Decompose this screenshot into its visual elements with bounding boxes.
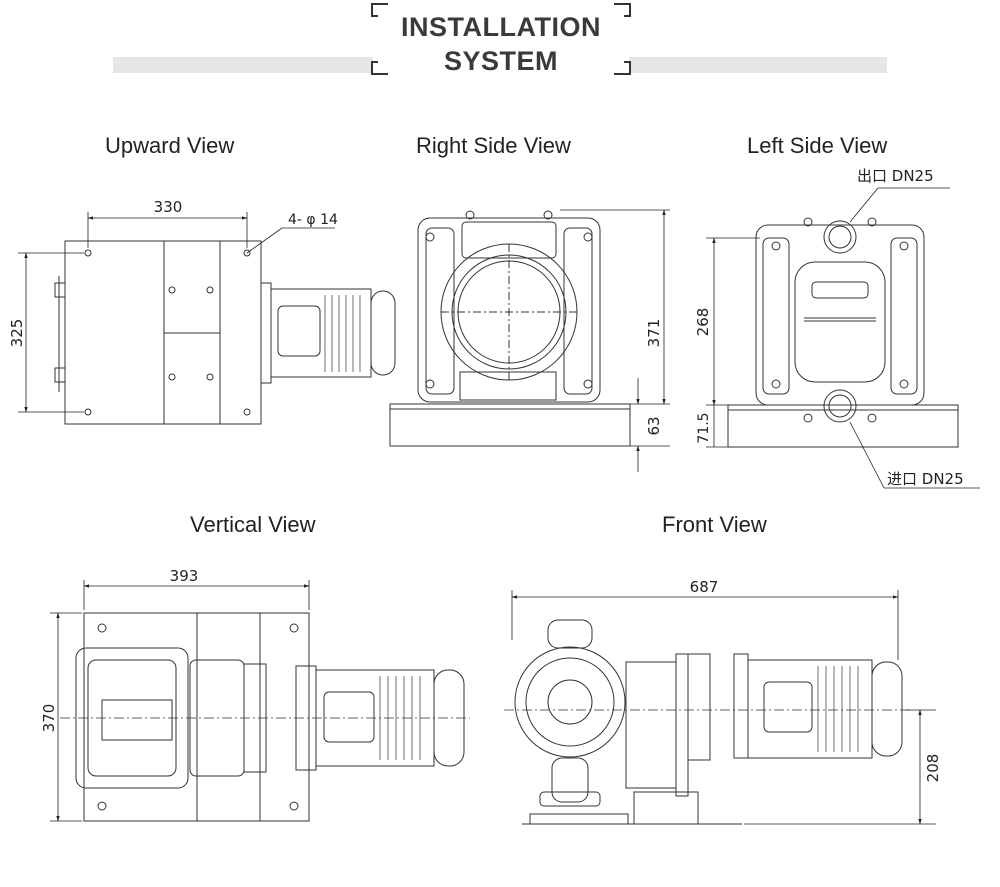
right-pump-body [417, 217, 601, 403]
front-width-dim: 687 [690, 578, 719, 596]
front-height-dim: 208 [924, 754, 942, 783]
left-pump-body [755, 224, 925, 406]
outlet-label: 出口 DN25 [857, 167, 934, 185]
upward-motor-flange [260, 282, 272, 384]
header-title-box: INSTALLATION SYSTEM [373, 4, 629, 76]
header-title-line2: SYSTEM [443, 46, 559, 76]
left-dimensions [706, 187, 980, 489]
upward-hole-note: 4- φ 14 [288, 212, 338, 228]
inlet-label: 进口 DN25 [887, 470, 964, 488]
vertical-view-title: Vertical View [190, 512, 316, 537]
front-motor-fan-cover [871, 661, 903, 757]
vertical-height-dim: 370 [40, 704, 58, 733]
right-dimensions [560, 209, 670, 472]
upward-height-dim: 325 [8, 319, 26, 348]
vertical-dimensions [50, 580, 310, 822]
upward-width-dim: 330 [154, 198, 183, 216]
right-base-dim: 63 [645, 416, 663, 435]
upward-motor-fan-cover [370, 290, 396, 376]
upward-base-plate [64, 240, 262, 425]
left-height-dim: 268 [694, 308, 712, 337]
front-view-drawing [504, 619, 912, 825]
front-dimensions [511, 590, 936, 825]
right-side-view-title: Right Side View [416, 133, 571, 158]
left-side-view-title: Left Side View [747, 133, 888, 158]
left-base-dim: 71.5 [696, 412, 712, 443]
left-side-view-drawing [727, 217, 959, 448]
inlet-port [823, 389, 857, 423]
outlet-port [823, 220, 857, 254]
front-motor-body [747, 659, 873, 759]
upward-view-drawing [54, 240, 396, 425]
vertical-view-drawing [60, 612, 470, 822]
front-outlet-manifold [547, 619, 593, 649]
upward-dimensions [18, 212, 335, 413]
left-base-frame [727, 404, 959, 448]
front-pump-chamber [514, 646, 626, 758]
right-height-dim: 371 [645, 319, 663, 348]
front-view-title: Front View [662, 512, 767, 537]
header-title-line1: INSTALLATION [401, 12, 601, 42]
right-base-frame [389, 403, 631, 447]
right-side-view-drawing [389, 210, 631, 447]
header-brackets [371, 3, 631, 75]
upward-view-title: Upward View [105, 133, 235, 158]
upward-motor-body [270, 288, 372, 378]
vertical-width-dim: 393 [170, 567, 199, 585]
